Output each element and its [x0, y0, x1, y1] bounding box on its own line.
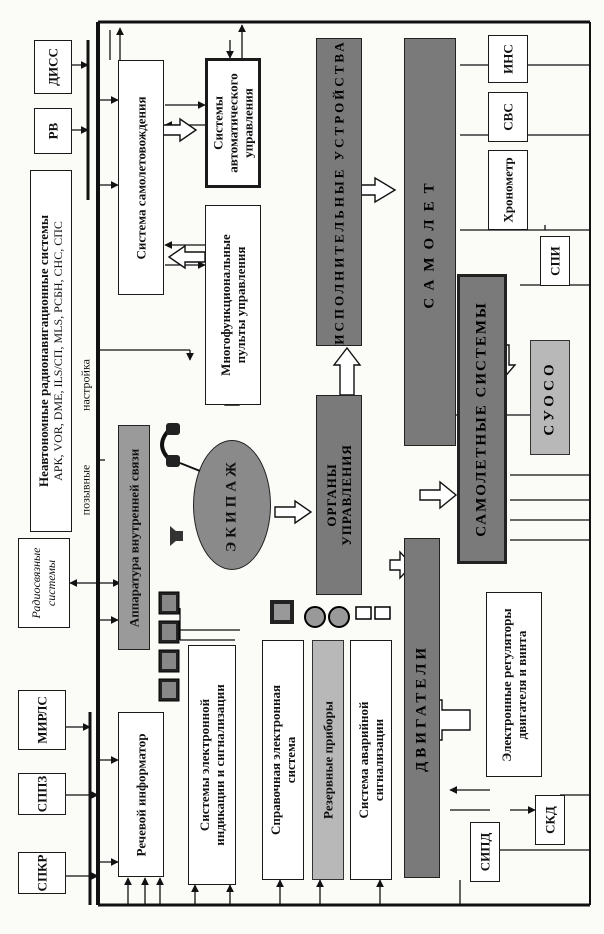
- seis-line1: Системы электронной: [197, 698, 212, 832]
- chronometr-box: Хронометр: [488, 150, 528, 230]
- avar-line1: Система аварийной: [356, 701, 371, 819]
- mpu-line1: Многофункциональные: [218, 234, 233, 376]
- ins-box: ИНС: [488, 35, 528, 83]
- ereg-box: Электронные регуляторы двигателя и винта: [486, 592, 542, 777]
- nav-systems-line2: АРК, VOR, DME, ILS/СП, MLS, РСБН, СНС, С…: [51, 221, 65, 481]
- seis-box: Системы электронной индикации и сигнализ…: [188, 645, 236, 885]
- ispoln-label: ИСПОЛНИТЕЛЬНЫЕ УСТРОЙСТВА: [331, 39, 347, 345]
- mirls-box: МИРЛС: [18, 690, 66, 750]
- seis-text: Системы электронной индикации и сигнализ…: [197, 684, 227, 846]
- spi-label: СПИ: [547, 246, 563, 276]
- nav-systems-text: Неавтономные радионавигационные системы …: [36, 215, 66, 487]
- samolet-label: САМОЛЕТ: [421, 175, 438, 309]
- ekipazh-ellipse: ЭКИПАЖ: [193, 440, 271, 570]
- rech-informator-label: Речевой информатор: [133, 733, 149, 856]
- nav-systems-line1: Неавтономные радионавигационные системы: [36, 214, 51, 488]
- mirls-label: МИРЛС: [34, 696, 50, 744]
- svs-box: СВС: [488, 92, 528, 142]
- spkr-box: СПКР: [18, 852, 66, 894]
- alarm-lamp-icons: [355, 606, 391, 620]
- mpu-line2: пульты управления: [233, 246, 248, 364]
- radio-systems-box: Радиосвязные системы: [18, 538, 70, 628]
- samolet-sys-label: САМОЛЕТНЫЕ СИСТЕМЫ: [473, 301, 490, 537]
- ekipazh-label: ЭКИПАЖ: [223, 457, 240, 553]
- headset-icon: [160, 415, 208, 475]
- ereg-line2: двигателя и винта: [514, 630, 529, 739]
- rv-box: РВ: [34, 108, 72, 154]
- sau-text: Системы автоматического управления: [211, 73, 256, 172]
- diss-label: ДИСС: [45, 48, 61, 86]
- chronometr-label: Хронометр: [500, 157, 516, 223]
- sipd-label: СИПД: [477, 832, 493, 872]
- sipd-box: СИПД: [470, 822, 500, 882]
- samolet-sys-box: САМОЛЕТНЫЕ СИСТЕМЫ: [457, 274, 507, 564]
- suoso-label: СУОСО: [541, 359, 558, 436]
- samolet-box: САМОЛЕТ: [404, 38, 456, 446]
- spkr-label: СПКР: [34, 854, 50, 892]
- spravochnaya-box: Справочная электронная система: [262, 640, 304, 880]
- sppz-label: СППЗ: [34, 775, 50, 813]
- organy-line2: УПРАВЛЕНИЯ: [339, 444, 354, 546]
- ref-system-icon: [268, 598, 296, 626]
- avar-text: Система аварийной сигнализации: [356, 701, 386, 818]
- seis-line2: индикации и сигнализации: [212, 684, 227, 846]
- ssv-label: Система самолетовождения: [133, 95, 149, 260]
- rezerv-label: Резервные приборы: [320, 701, 336, 819]
- rech-informator-box: Речевой информатор: [118, 712, 164, 877]
- avar-box: Система аварийной сигнализации: [350, 640, 392, 880]
- sau-line2: автоматического: [225, 73, 241, 173]
- pozyvnye-label: позывные: [78, 464, 93, 516]
- skd-label: СКД: [542, 806, 558, 834]
- organy-text: ОРГАНЫ УПРАВЛЕНИЯ: [324, 444, 354, 545]
- display-icons: [157, 590, 181, 705]
- spi-box: СПИ: [540, 236, 570, 286]
- sau-box: Системы автоматического управления: [205, 58, 261, 188]
- svs-label: СВС: [500, 103, 516, 131]
- ispoln-box: ИСПОЛНИТЕЛЬНЫЕ УСТРОЙСТВА: [316, 38, 362, 346]
- nastroyka-label: настройка: [78, 359, 93, 411]
- spravochnaya-line2: система: [283, 736, 298, 784]
- organy-line1: ОРГАНЫ: [324, 463, 339, 527]
- mpu-box: Многофункциональные пульты управления: [205, 205, 261, 405]
- rv-label: РВ: [45, 122, 61, 140]
- sau-line3: управления: [240, 88, 256, 158]
- rezerv-box: Резервные приборы: [312, 640, 344, 880]
- suoso-box: СУОСО: [530, 340, 570, 455]
- ereg-text: Электронные регуляторы двигателя и винта: [499, 608, 529, 761]
- sau-line1: Системы: [210, 96, 226, 150]
- ssv-box: Система самолетовождения: [118, 60, 164, 295]
- avar-line2: сигнализации: [371, 718, 386, 802]
- spravochnaya-text: Справочная электронная система: [268, 685, 298, 835]
- gauge-icons: [303, 600, 351, 634]
- ins-label: ИНС: [500, 44, 516, 74]
- ereg-line1: Электронные регуляторы: [499, 607, 514, 762]
- radio-systems-label: Радиосвязные системы: [29, 547, 58, 619]
- sppz-box: СППЗ: [18, 773, 66, 815]
- dvigateli-label: ДВИГАТЕЛИ: [413, 643, 430, 773]
- dvigateli-box: ДВИГАТЕЛИ: [404, 538, 440, 878]
- spravochnaya-line1: Справочная электронная: [268, 684, 283, 836]
- mpu-text: Многофункциональные пульты управления: [218, 234, 248, 376]
- organy-box: ОРГАНЫ УПРАВЛЕНИЯ: [316, 395, 362, 595]
- speaker-icon: [168, 522, 190, 550]
- skd-box: СКД: [535, 795, 565, 845]
- nav-systems-box: Неавтономные радионавигационные системы …: [30, 170, 72, 532]
- diss-box: ДИСС: [34, 40, 72, 94]
- apparatura-box: Аппаратура внутренней связи: [118, 425, 150, 650]
- apparatura-label: Аппаратура внутренней связи: [126, 448, 142, 627]
